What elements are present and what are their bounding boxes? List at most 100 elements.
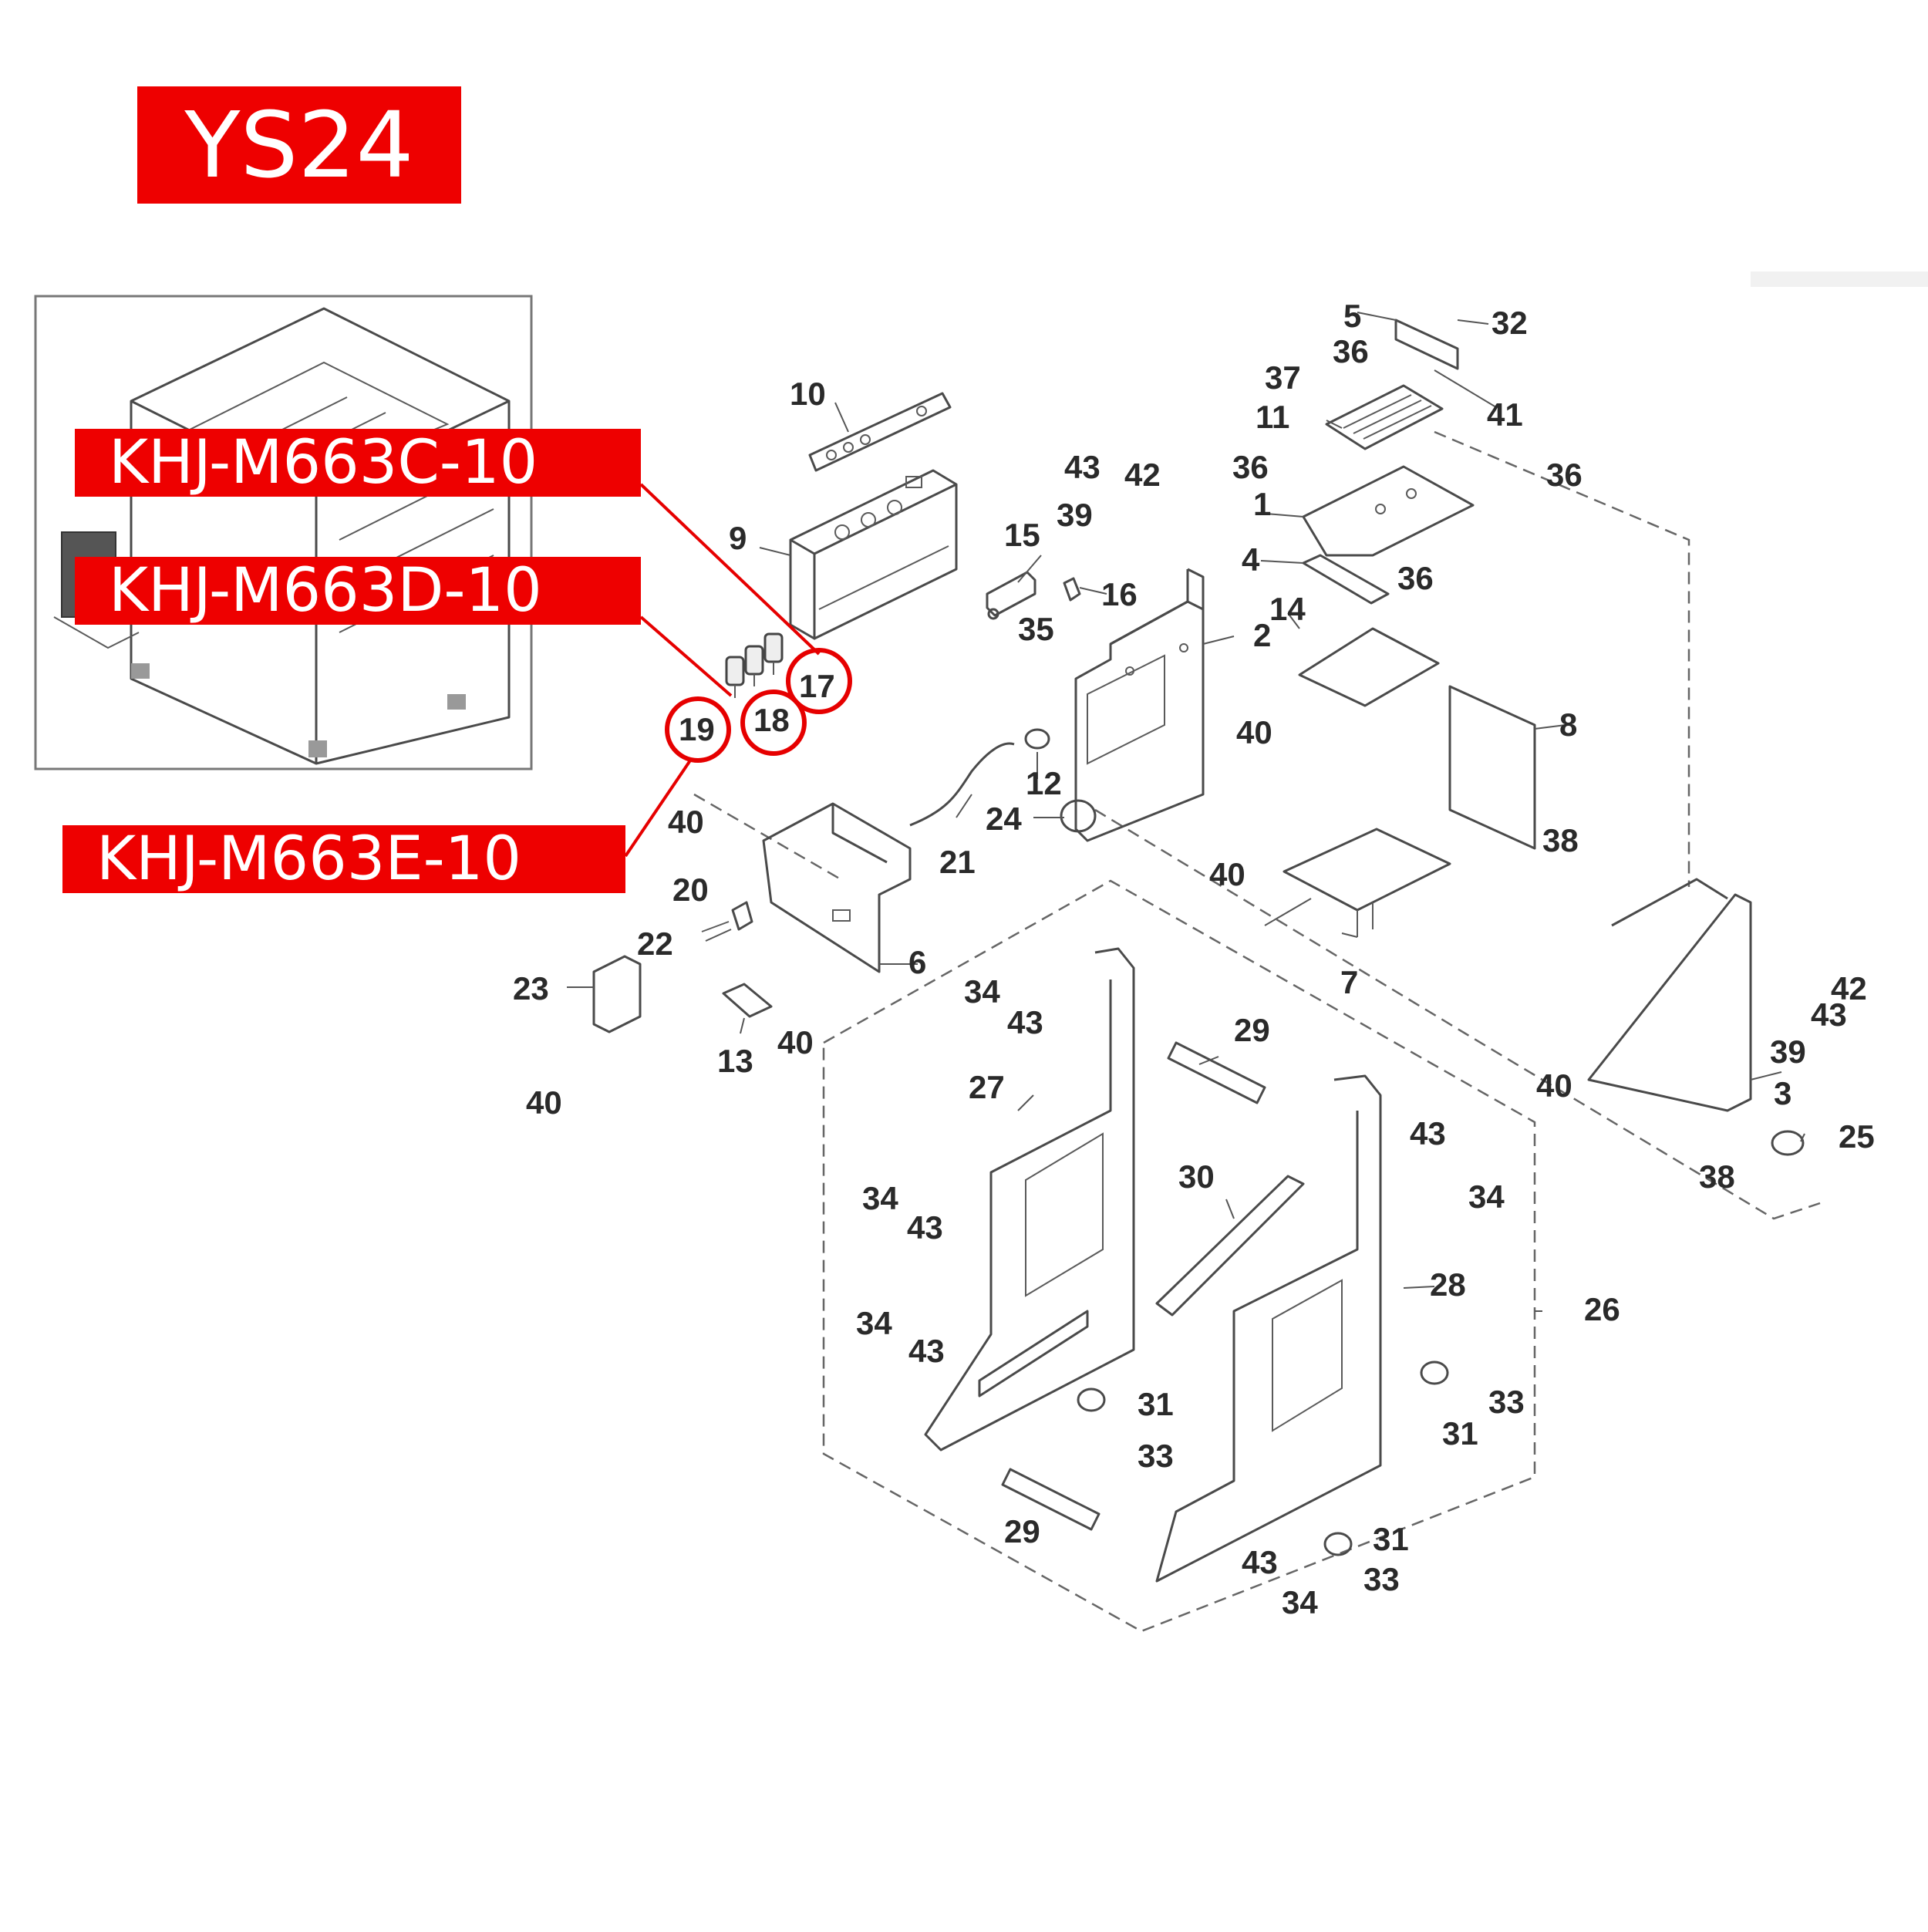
highlight-circle-19 [665, 696, 731, 763]
callout-29-bottom: 29 [1004, 1513, 1040, 1549]
callout-22: 22 [637, 926, 673, 962]
part-30-bar [1155, 1175, 1305, 1317]
part-5-bracket [1394, 319, 1459, 370]
callout-8: 8 [1559, 706, 1577, 743]
part-11-plate [1325, 384, 1444, 450]
machine-overview-inset [34, 295, 533, 770]
part-number-banner-c: KHJ-M663C-10 [75, 428, 641, 497]
part-16-connector [1063, 577, 1081, 602]
callout-43-a: 43 [1064, 449, 1101, 485]
part-31-foot-a [1077, 1387, 1106, 1412]
callout-31-c: 31 [1373, 1521, 1409, 1557]
callout-28: 28 [1430, 1266, 1466, 1303]
part-9-bracket [789, 469, 958, 640]
callout-36-a: 36 [1333, 333, 1369, 369]
callout-6: 6 [908, 944, 926, 980]
callout-15: 15 [1004, 517, 1040, 553]
callout-36-d: 36 [1397, 560, 1434, 596]
guide-dashed-2 [1094, 808, 1821, 1220]
callout-40-b: 40 [668, 804, 704, 840]
part-27-frame-left [924, 947, 1135, 1452]
callout-17: 17 [799, 668, 835, 704]
guide-dashed-3 [693, 793, 841, 881]
frame-assembly-outline [822, 879, 1536, 1633]
callout-31-b: 31 [1442, 1415, 1478, 1452]
callout-27: 27 [969, 1069, 1005, 1105]
part-21-cable [909, 742, 1015, 827]
callout-2: 2 [1253, 617, 1271, 653]
part-29-spacer-bottom [1001, 1468, 1101, 1531]
callout-34-b: 34 [862, 1180, 898, 1216]
callout-31-a: 31 [1138, 1386, 1174, 1422]
callout-10: 10 [790, 376, 826, 412]
callout-9: 9 [729, 520, 747, 556]
pointer-line-d [639, 615, 733, 697]
part-29-spacer-top [1167, 1041, 1266, 1104]
part-4-rail [1302, 554, 1390, 605]
part-24-knob [1060, 799, 1097, 833]
callout-30: 30 [1178, 1158, 1215, 1195]
part-14-board [1298, 627, 1440, 707]
callout-35: 35 [1018, 611, 1054, 647]
part-20-block [731, 901, 753, 931]
callout-43-d: 43 [908, 1333, 945, 1369]
parts-17-18-19-components [725, 632, 784, 698]
callout-14: 14 [1269, 591, 1306, 627]
part-35-screw [987, 608, 999, 620]
pointer-line-c [639, 483, 821, 656]
callout-20: 20 [672, 872, 709, 908]
callout-29-top: 29 [1234, 1012, 1270, 1048]
part-31-foot-b [1420, 1360, 1449, 1385]
callout-16: 16 [1101, 576, 1138, 612]
callout-38-b: 38 [1699, 1158, 1735, 1195]
part-10-plate [808, 392, 952, 472]
part-8-cover [1448, 685, 1536, 850]
part-number-banner-d: KHJ-M663D-10 [75, 556, 641, 625]
callout-33-c: 33 [1363, 1561, 1400, 1597]
callout-42-b: 42 [1831, 970, 1867, 1006]
callout-40-a: 40 [1236, 714, 1272, 750]
callout-13: 13 [717, 1043, 753, 1079]
callout-32: 32 [1492, 305, 1528, 341]
part-7-tray [1283, 828, 1451, 912]
callout-37: 37 [1265, 359, 1301, 396]
callout-40-d: 40 [777, 1024, 814, 1060]
callout-39-b: 39 [1770, 1033, 1806, 1070]
callout-25: 25 [1839, 1118, 1875, 1155]
callout-43-e: 43 [1410, 1115, 1446, 1151]
callout-18: 18 [753, 702, 790, 738]
callout-labels: 1 2 3 4 5 6 7 8 9 10 11 12 13 14 15 16 1… [513, 298, 1875, 1620]
callout-40-e: 40 [526, 1084, 562, 1121]
callout-11: 11 [1256, 399, 1289, 435]
part-2-side-plate [1074, 568, 1205, 842]
callout-34-d: 34 [1468, 1178, 1505, 1215]
callout-34-e: 34 [1282, 1584, 1318, 1620]
callout-43-b: 43 [1007, 1004, 1043, 1040]
callout-43-c: 43 [907, 1209, 943, 1246]
part-12-grommet [1024, 728, 1050, 750]
callout-19: 19 [679, 711, 715, 747]
part-31-foot-c [1323, 1532, 1353, 1556]
callout-23: 23 [513, 970, 549, 1006]
callout-26: 26 [1584, 1291, 1620, 1327]
pointer-line-e [624, 759, 692, 858]
callout-33-b: 33 [1488, 1384, 1525, 1420]
callout-34-a: 34 [964, 973, 1000, 1010]
part-28-frame-right [1155, 1074, 1382, 1583]
highlight-circle-17 [786, 648, 852, 714]
part-23-cover [592, 955, 642, 1033]
model-label-banner: YS24 [137, 86, 461, 204]
callout-38-a: 38 [1542, 822, 1579, 858]
callout-24: 24 [986, 801, 1022, 837]
callout-36-b: 36 [1232, 449, 1269, 485]
highlight-circle-18 [740, 690, 807, 756]
callout-33-a: 33 [1138, 1438, 1174, 1474]
part-22-screw [701, 921, 730, 932]
callout-5: 5 [1343, 298, 1361, 334]
callout-40-c: 40 [1209, 856, 1245, 892]
callout-34-c: 34 [856, 1305, 892, 1341]
callout-21: 21 [939, 844, 976, 880]
callout-7: 7 [1340, 964, 1358, 1000]
